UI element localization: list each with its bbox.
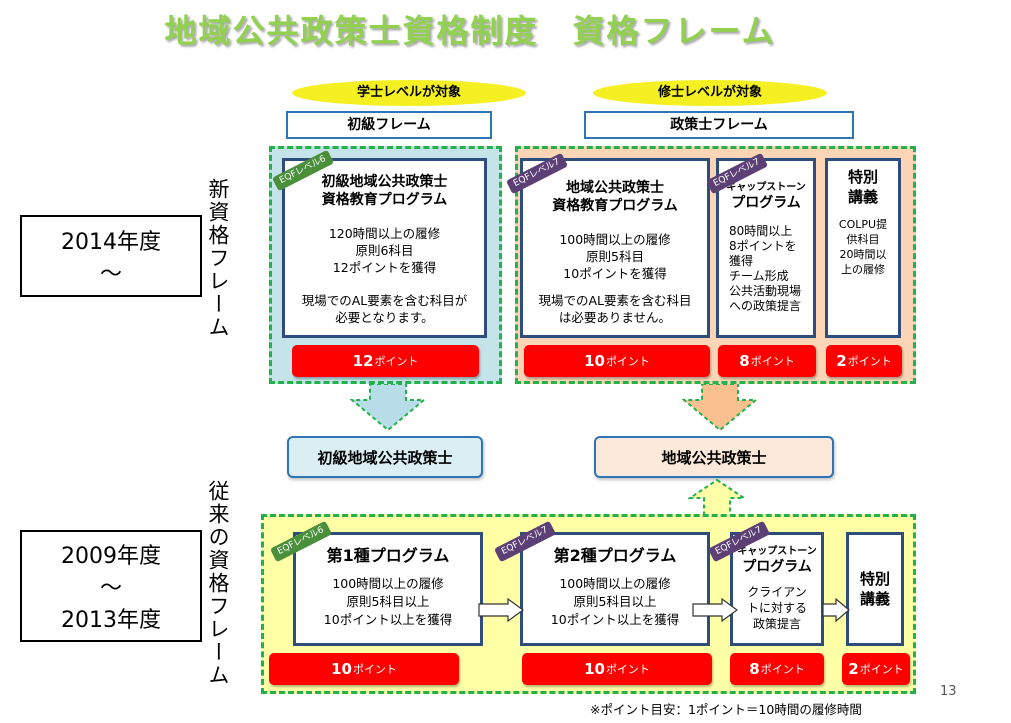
- right-arrow-3: [822, 598, 850, 622]
- down-arrow-basic: [350, 384, 426, 432]
- old-capstone-title1: キャップストーン: [737, 546, 817, 557]
- new-special-title2: 講義: [847, 188, 878, 206]
- new-special-body-2: 供科目: [846, 233, 880, 246]
- new-policy-title1: 地域公共政策士: [566, 180, 664, 196]
- page-number: 13: [940, 684, 957, 699]
- new-capstone-body-6: への政策提言: [729, 299, 802, 313]
- new-basic-note-1: 現場でのAL要素を含む科目が: [301, 293, 468, 308]
- new-basic-points-unit: ポイント: [374, 355, 419, 368]
- old-program1-points-value: 10: [331, 660, 352, 678]
- new-capstone-body-5: 公共活動現場: [729, 284, 802, 298]
- footnote: ※ポイント目安：1ポイント＝10時間の履修時間: [590, 702, 862, 717]
- old-program2-body-1: 100時間以上の履修: [559, 576, 671, 591]
- new-capstone-body-4: チーム形成: [729, 269, 789, 283]
- right-arrow-1: [478, 598, 524, 622]
- policy-frame-header: 政策士フレーム: [584, 111, 854, 139]
- new-policy-points-value: 10: [584, 352, 605, 370]
- bachelor-level-ellipse: 学士レベルが対象: [292, 80, 526, 106]
- new-special-body-3: 20時間以: [839, 248, 887, 261]
- old-program2-points-unit: ポイント: [605, 663, 650, 676]
- new-capstone-body-2: 8ポイントを: [729, 239, 797, 253]
- new-basic-title1: 初級地域公共政策士: [321, 174, 448, 190]
- new-policy-body-2: 原則5科目: [586, 249, 644, 264]
- old-capstone-points-value: 8: [749, 660, 760, 678]
- new-frame-label: 新資格フレーム: [206, 178, 230, 339]
- old-year-end: 2013年度: [61, 608, 161, 633]
- result-policy-certificate: 地域公共政策士: [594, 436, 834, 478]
- old-program2-box: 第2種プログラム 100時間以上の履修 原則5科目以上 10ポイント以上を獲得: [520, 532, 710, 646]
- new-special-box: 特別 講義 COLPU提 供科目 20時間以 上の履修: [825, 158, 901, 338]
- new-capstone-points-unit: ポイント: [750, 355, 795, 368]
- old-capstone-title2: プログラム: [742, 559, 812, 575]
- old-special-title1: 特別: [859, 570, 890, 588]
- old-program2-body-3: 10ポイント以上を獲得: [550, 612, 680, 627]
- master-level-ellipse: 修士レベルが対象: [593, 80, 827, 106]
- new-policy-points-unit: ポイント: [605, 355, 650, 368]
- new-special-body-1: COLPU提: [838, 218, 888, 231]
- old-year-box: 2009年度 ～ 2013年度: [20, 530, 202, 642]
- old-special-box: 特別 講義: [846, 532, 904, 646]
- old-capstone-points-unit: ポイント: [760, 663, 805, 676]
- new-policy-note-1: 現場でのAL要素を含む科目: [538, 293, 692, 308]
- new-year-start: 2014年度: [61, 230, 161, 255]
- old-program1-body-2: 原則5科目以上: [346, 594, 430, 609]
- new-year-tilde: ～: [99, 262, 122, 287]
- old-program1-points-unit: ポイント: [352, 663, 397, 676]
- old-year-start: 2009年度: [61, 544, 161, 569]
- new-basic-body-3: 12ポイントを獲得: [332, 260, 437, 275]
- page-title: 地域公共政策士資格制度 資格フレーム: [164, 12, 776, 50]
- up-arrow-old: [688, 478, 746, 517]
- new-capstone-title1: キャップストーン: [726, 182, 806, 193]
- old-program1-body-1: 100時間以上の履修: [332, 576, 444, 591]
- new-capstone-points-value: 8: [739, 352, 750, 370]
- new-capstone-body-3: 獲得: [729, 254, 754, 268]
- down-arrow-policy: [682, 384, 758, 432]
- old-capstone-body-2: トに対する: [746, 601, 807, 615]
- new-capstone-title2: プログラム: [731, 195, 801, 211]
- new-year-box: 2014年度 ～: [20, 215, 202, 297]
- new-policy-body-1: 100時間以上の履修: [559, 232, 671, 247]
- old-frame-label: 従来の資格フレーム: [206, 480, 230, 687]
- old-year-tilde: ～: [99, 576, 122, 601]
- new-basic-note-2: 必要となります。: [335, 310, 434, 325]
- new-capstone-box: キャップストーン プログラム 80時間以上 8ポイントを 獲得 チーム形成 公共…: [716, 158, 816, 338]
- old-program1-box: 第1種プログラム 100時間以上の履修 原則5科目以上 10ポイント以上を獲得: [293, 532, 483, 646]
- new-special-points-value: 2: [836, 352, 847, 370]
- right-arrow-2: [692, 598, 738, 622]
- old-special-points-value: 2: [848, 660, 859, 678]
- new-policy-note-2: は必要ありません。: [558, 310, 672, 325]
- old-program2-title: 第2種プログラム: [553, 546, 677, 565]
- old-capstone-box: キャップストーン プログラム クライアン トに対する 政策提言: [730, 532, 824, 646]
- old-capstone-body-1: クライアン: [747, 585, 807, 599]
- new-special-points-unit: ポイント: [847, 355, 892, 368]
- old-program2-points-value: 10: [584, 660, 605, 678]
- new-basic-program-box: 初級地域公共政策士 資格教育プログラム 120時間以上の履修 原則6科目 12ポ…: [282, 158, 487, 338]
- new-policy-title2: 資格教育プログラム: [552, 198, 678, 214]
- new-policy-program-box: 地域公共政策士 資格教育プログラム 100時間以上の履修 原則5科目 10ポイン…: [520, 158, 710, 338]
- basic-frame-header: 初級フレーム: [286, 111, 492, 139]
- old-program1-title: 第1種プログラム: [326, 546, 450, 565]
- new-capstone-body-1: 80時間以上: [729, 224, 793, 238]
- old-program2-body-2: 原則5科目以上: [573, 594, 657, 609]
- result-basic-certificate: 初級地域公共政策士: [287, 436, 483, 478]
- new-basic-points-value: 12: [352, 352, 374, 370]
- new-special-body-4: 上の履修: [841, 263, 885, 276]
- old-special-title2: 講義: [859, 590, 890, 608]
- old-program1-body-3: 10ポイント以上を獲得: [323, 612, 453, 627]
- old-capstone-body-3: 政策提言: [752, 617, 801, 631]
- new-basic-body-1: 120時間以上の履修: [328, 226, 441, 241]
- new-basic-body-2: 原則6科目: [355, 243, 414, 258]
- old-special-points-unit: ポイント: [859, 663, 904, 676]
- new-policy-body-3: 10ポイントを獲得: [563, 266, 667, 281]
- new-special-title1: 特別: [847, 168, 878, 186]
- new-basic-title2: 資格教育プログラム: [321, 192, 448, 208]
